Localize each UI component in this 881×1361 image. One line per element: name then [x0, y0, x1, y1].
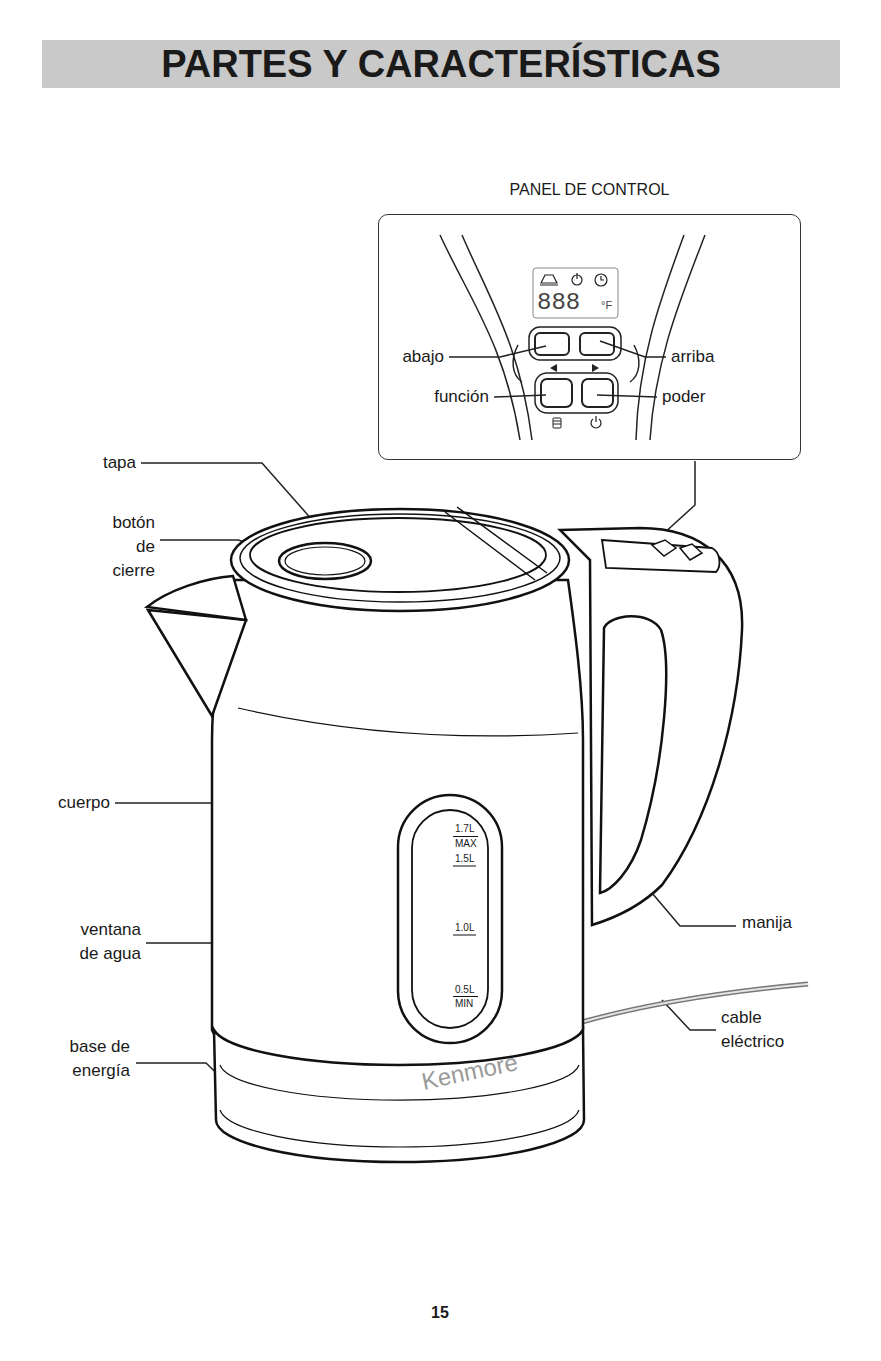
kettle-cord-part — [582, 984, 808, 1022]
panel-detail-part — [595, 274, 607, 286]
kettle-base-part — [220, 1110, 579, 1147]
water-window-part — [412, 810, 488, 1028]
button-label: arriba — [671, 345, 714, 369]
panel-detail-part — [576, 273, 577, 279]
kettle-lid-part — [445, 507, 547, 580]
leader-lines-part — [141, 463, 314, 522]
kettle-lid-part — [231, 509, 569, 611]
panel-detail-part — [553, 421, 561, 424]
panel-box: PANEL DE CONTROL — [378, 214, 801, 460]
leader-lines-part — [662, 461, 695, 535]
panel-detail-part — [513, 345, 522, 382]
kettle-base-part — [220, 1065, 579, 1100]
level-mark: 0.5L — [455, 984, 474, 995]
kettle-cord — [582, 984, 808, 1022]
level-mark: 1.7L — [455, 823, 474, 834]
level-mark: MIN — [455, 998, 473, 1009]
panel-detail-part — [550, 364, 599, 372]
kettle-handle — [560, 528, 742, 925]
page-title: PARTES Y CARACTERÍSTICAS — [42, 40, 840, 88]
kettle-spout-part — [148, 610, 246, 716]
kettle-body — [212, 580, 583, 1067]
button-label: función — [434, 385, 489, 409]
kettle-handle-part — [560, 528, 742, 925]
level-mark: 1.0L — [455, 922, 474, 933]
panel-detail — [440, 235, 705, 440]
leader-lines-part — [449, 346, 546, 357]
water-window-part — [398, 795, 502, 1043]
part-name: manija — [742, 911, 792, 935]
panel-detail-part — [582, 379, 613, 407]
title-band-part — [42, 40, 840, 88]
panel-heading: PANEL DE CONTROL — [379, 181, 800, 199]
kettle-cord-part — [582, 984, 808, 1022]
kettle-body-part — [212, 580, 583, 1067]
panel-detail-part — [540, 275, 558, 285]
panel-detail-part — [533, 268, 618, 318]
panel-detail-part — [630, 345, 639, 382]
water-window — [398, 795, 502, 1043]
kettle-base — [214, 1030, 584, 1162]
page-number: 15 — [431, 1303, 449, 1323]
kettle-spout-part — [147, 576, 246, 620]
part-name: cuerpo — [58, 791, 110, 815]
leader-lines-part — [597, 395, 657, 397]
leader-lines — [115, 341, 736, 1090]
panel-detail-part — [535, 333, 569, 355]
kettle-lid — [231, 507, 569, 611]
kettle-base-part — [214, 1030, 584, 1162]
leader-lines-part — [652, 893, 736, 926]
part-name: cable eléctrico — [721, 1006, 789, 1054]
panel-detail-part — [462, 235, 532, 440]
water-window-part — [453, 837, 478, 997]
kettle-handle-part — [652, 540, 702, 560]
part-name: ventana de agua — [75, 918, 141, 966]
leader-lines-part — [600, 341, 666, 357]
kettle-lid-part — [240, 514, 560, 602]
panel-detail-part — [636, 235, 684, 440]
display-unit: °F — [601, 299, 612, 311]
part-name: base de energía — [64, 1035, 130, 1083]
button-label: abajo — [402, 345, 444, 369]
part-name: botón de cierre — [93, 511, 155, 583]
level-mark: MAX — [455, 838, 477, 849]
kettle-body-part — [238, 708, 578, 736]
panel-detail-part — [553, 418, 561, 428]
panel-detail-part — [591, 416, 601, 428]
panel-detail-part — [535, 373, 618, 413]
kettle-lid-part — [285, 547, 365, 575]
panel-detail-part — [650, 235, 705, 440]
kettle-lid-part — [279, 543, 371, 579]
panel-detail-part — [601, 276, 604, 280]
display-digits: 888 — [537, 290, 580, 316]
kettle-handle-part — [602, 540, 719, 572]
leader-lines-part — [494, 395, 546, 397]
button-label: poder — [662, 385, 705, 409]
kettle-handle-part — [600, 616, 666, 893]
level-mark: 1.5L — [455, 853, 474, 864]
panel-detail-part — [541, 379, 572, 407]
kettle-spout — [147, 576, 246, 716]
title-band — [42, 40, 840, 88]
part-name: tapa — [103, 451, 136, 475]
